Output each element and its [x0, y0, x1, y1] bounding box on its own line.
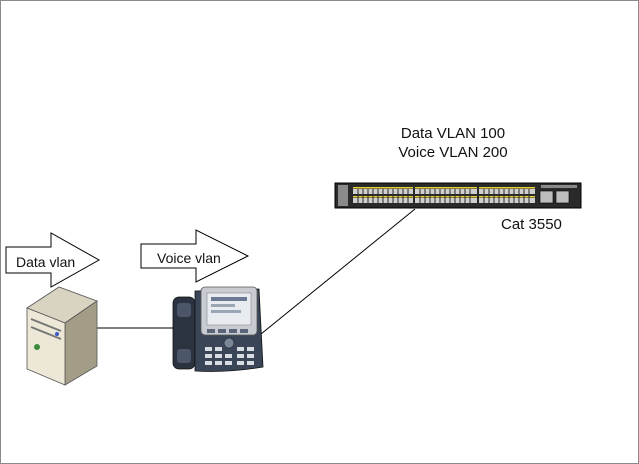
- switch-voice-vlan-label: Voice VLAN 200: [398, 144, 508, 161]
- server-icon: [26, 286, 98, 386]
- link-phone-switch: [260, 208, 416, 335]
- switch-model-label: Cat 3550: [501, 216, 562, 233]
- ip-phone-icon: [172, 286, 264, 372]
- network-switch-icon: [334, 182, 582, 209]
- voice-vlan-arrow: [140, 229, 250, 283]
- voice-vlan-label: Voice vlan: [157, 250, 221, 266]
- data-vlan-label: Data vlan: [16, 254, 76, 270]
- switch-data-vlan-label: Data VLAN 100: [400, 125, 506, 142]
- data-vlan-arrow: [5, 232, 101, 288]
